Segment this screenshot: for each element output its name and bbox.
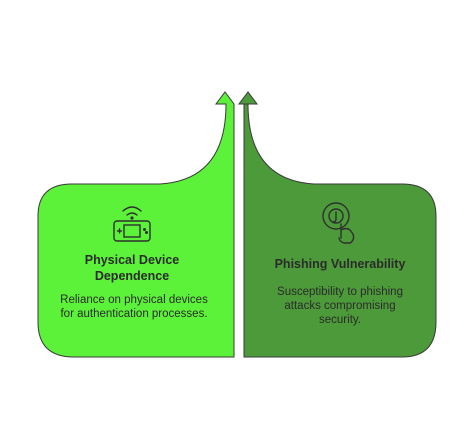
- tap-hand: [338, 223, 355, 244]
- right-card-shape: [238, 91, 437, 358]
- icon-inner-ring: [328, 208, 344, 224]
- device-body: [113, 220, 151, 242]
- handheld-device-wifi-icon: [113, 206, 151, 242]
- right-card-description: Susceptibility to phishing attacks compr…: [277, 286, 403, 326]
- phishing-hook-tap-icon: [322, 202, 355, 244]
- device-screen: [123, 224, 141, 238]
- left-card-title: Physical Device Dependence: [84, 253, 180, 283]
- device-button-b: [144, 230, 148, 234]
- left-card-description: Reliance on physical devices for authent…: [60, 294, 208, 320]
- wifi-dot: [130, 216, 134, 220]
- wifi-outer-arc: [122, 206, 142, 212]
- icon-hook: [332, 211, 337, 223]
- device-dpad: [116, 228, 123, 234]
- right-card-title: Phishing Vulnerability: [274, 257, 406, 271]
- device-button-a: [142, 227, 146, 231]
- wifi-inner-arc: [126, 212, 138, 216]
- icon-outer-ring: [322, 202, 350, 230]
